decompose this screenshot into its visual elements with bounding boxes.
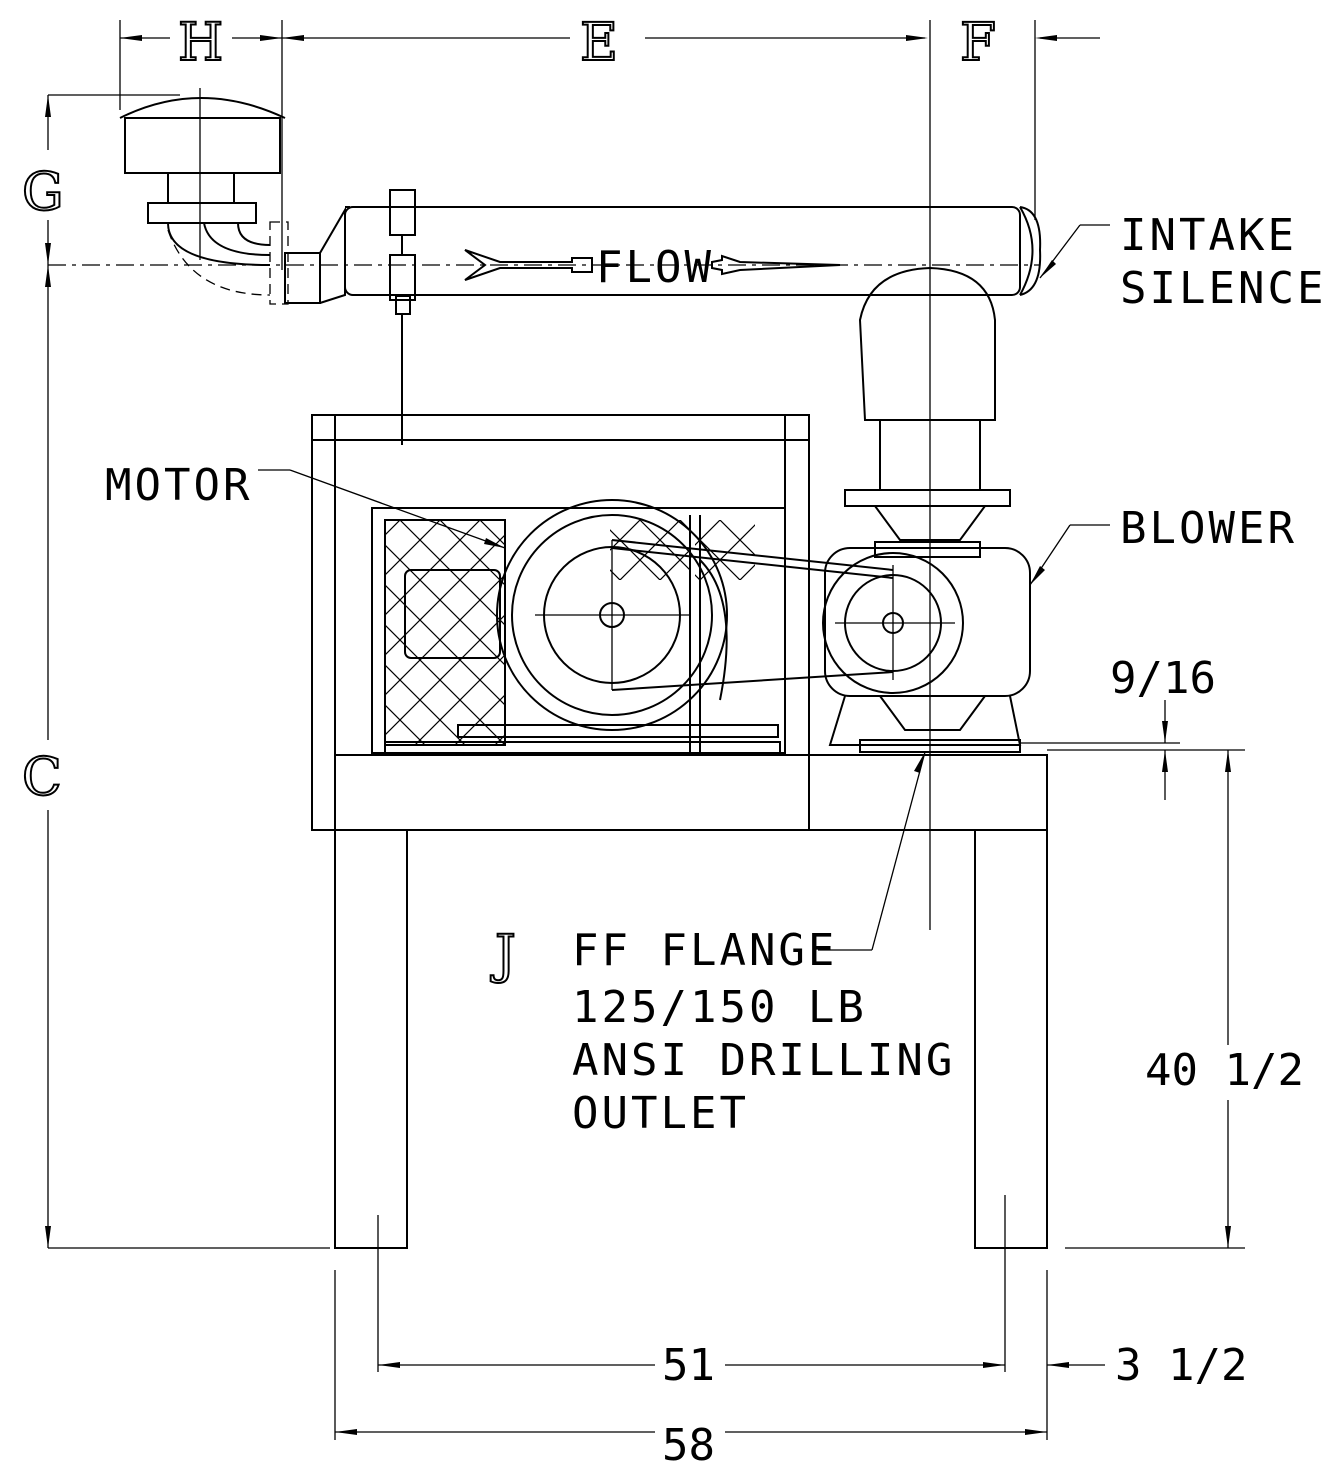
leader-lines <box>258 224 1110 951</box>
dim-letter-e: E <box>580 13 618 73</box>
silencer-to-blower-pipe <box>844 266 1011 541</box>
motor-label: MOTOR <box>105 460 252 511</box>
motor-and-belt-guard <box>371 499 786 756</box>
left-dimension-line <box>45 94 330 1249</box>
dim-letter-g: G <box>22 163 64 223</box>
flange-label-4: OUTLET <box>572 1088 749 1139</box>
dim-9-16: 9/16 <box>1110 653 1216 704</box>
top-dimension-line <box>119 20 1100 930</box>
dim-3-1-2: 3 1/2 <box>1115 1340 1247 1391</box>
flange-letter-j: J <box>490 925 516 985</box>
blower-label: BLOWER <box>1120 503 1297 554</box>
dim-51: 51 <box>662 1340 715 1391</box>
intake-silencer <box>284 189 1042 445</box>
dim-40-1-2: 40 1/2 <box>1145 1045 1304 1096</box>
dim-letter-h: H <box>178 13 223 73</box>
flange-label-3: ANSI DRILLING <box>572 1035 955 1086</box>
bottom-dimension-lines <box>335 1362 1105 1435</box>
flow-label: FLOW <box>596 242 714 293</box>
dim-letter-f: F <box>960 13 996 73</box>
right-dimension-lines <box>1020 700 1245 1249</box>
flange-label-2: 125/150 LB <box>572 982 867 1033</box>
blower <box>822 541 1031 753</box>
dim-letter-c: C <box>22 748 62 808</box>
dim-58: 58 <box>662 1420 715 1468</box>
intake-silencer-label-2: SILENCER <box>1120 263 1328 314</box>
flange-label-1: FF FLANGE <box>572 925 837 976</box>
intake-silencer-label-1: INTAKE <box>1120 210 1297 261</box>
flow-indicator <box>464 249 841 281</box>
intake-filter <box>119 88 289 305</box>
